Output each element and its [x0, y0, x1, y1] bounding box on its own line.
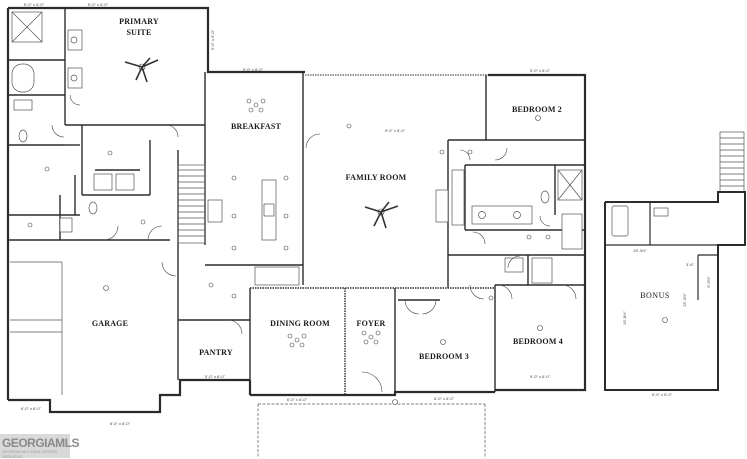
watermark-tagline: GEORGIA MLS REAL ESTATE SERVICES — [2, 449, 58, 459]
main-stairs — [177, 164, 206, 244]
room-labels: PRIMARY SUITE BREAKFAST FAMILY ROOM BEDR… — [92, 17, 670, 361]
bonus-room-walls — [604, 191, 746, 391]
label-primary-suite-2: SUITE — [126, 28, 151, 37]
watermark-brand: GEORGIAMLS — [2, 436, 80, 450]
label-primary-suite-1: PRIMARY — [119, 17, 159, 26]
label-family-room: FAMILY ROOM — [346, 173, 407, 182]
dim-bonus-side2: 6'-5½" — [706, 276, 711, 288]
label-foyer: FOYER — [357, 319, 386, 328]
chandelier-foyer — [361, 330, 381, 345]
garage-doors — [10, 261, 63, 395]
dim-bonus-bottom: 5'-0" x 6'-0" — [652, 392, 673, 397]
dim-breakfast-top: 9'-0" x 6'-0" — [243, 67, 264, 72]
dim-garage-bottom-left: 6'-0" x 6'-0" — [21, 406, 42, 411]
ceiling-fan-family — [364, 201, 399, 229]
dim-garage-bottom: 6'-0" x 6'-0" — [110, 421, 131, 426]
dim-primary-side: 5'-0" x 6'-0" — [210, 29, 215, 50]
chandelier-breakfast — [246, 98, 266, 113]
interior-walls — [8, 8, 585, 395]
dim-pantry-bottom: 5'-0" x 6'-0" — [205, 374, 226, 379]
dim-dining-bottom: 6'-0" x 6'-0" — [287, 397, 308, 402]
label-dining-room: DINING ROOM — [270, 319, 330, 328]
front-porch — [257, 399, 486, 458]
recessed-lights — [27, 115, 551, 345]
label-pantry: PANTRY — [199, 348, 233, 357]
label-bonus: BONUS — [640, 291, 670, 300]
ceiling-fan-primary — [124, 57, 159, 83]
dim-bedroom4-bottom: 9'-0" x 6'-0" — [530, 374, 551, 379]
exterior-walls — [6, 6, 587, 414]
bonus-stairs — [719, 131, 745, 193]
door-swings — [51, 94, 577, 393]
dim-bedroom3-bottom: 6'-0" x 6'-0" — [434, 396, 455, 401]
dim-bonus-side: 3'-6" — [686, 262, 695, 267]
dim-primary-top: 5'-0" x 6'-0" — [88, 2, 109, 7]
dim-bedroom2-top: 9'-0" x 6'-0" — [530, 68, 551, 73]
dim-bonus-inner: 25'-3½" — [682, 293, 687, 307]
label-bedroom-3: BEDROOM 3 — [419, 352, 469, 361]
dim-family-top: 9'-0" x 6'-0" — [385, 128, 406, 133]
label-bedroom-2: BEDROOM 2 — [512, 105, 562, 114]
fixtures — [11, 11, 583, 286]
label-bedroom-4: BEDROOM 4 — [513, 337, 563, 346]
dim-primary-top-left: 5'-0" x 6'-0" — [24, 2, 45, 7]
dimension-notes: 5'-0" x 6'-0" 5'-0" x 6'-0" 5'-0" x 6'-0… — [21, 2, 711, 426]
label-garage: GARAGE — [92, 319, 128, 328]
chandelier-dining — [287, 333, 307, 348]
label-breakfast: BREAKFAST — [231, 122, 282, 131]
dim-bonus-height: 15'-8½" — [622, 311, 627, 325]
dim-bonus-width: 15'-3½" — [633, 248, 647, 253]
georgia-mls-watermark: GEORGIAMLS GEORGIA MLS REAL ESTATE SERVI… — [0, 434, 80, 459]
